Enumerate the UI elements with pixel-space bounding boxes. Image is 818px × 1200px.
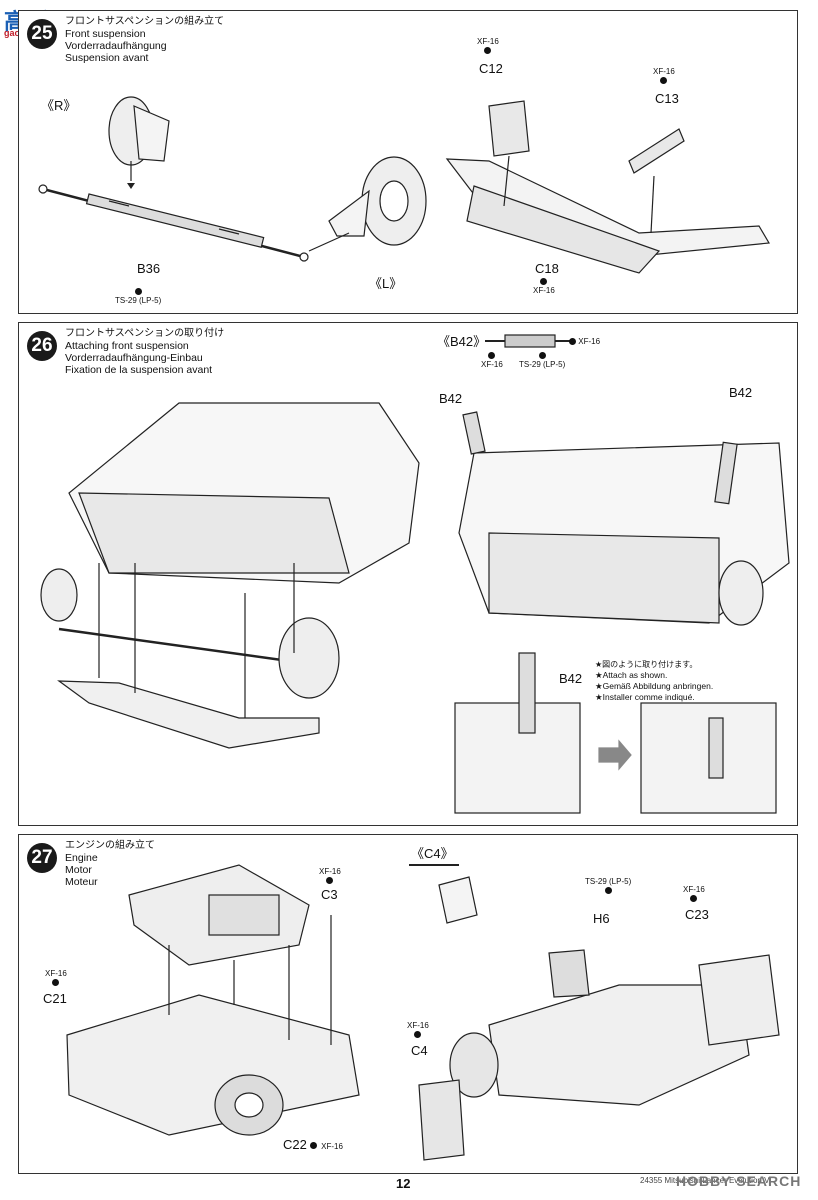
paint-drop-icon <box>538 352 546 360</box>
title-fr: Suspension avant <box>65 52 149 64</box>
label-b42-detail: 《B42》 <box>437 334 487 349</box>
part-b36: B36 <box>137 261 161 276</box>
step-26-illustration <box>40 334 790 814</box>
step-number: 25 <box>27 19 57 49</box>
paint-b36: TS-29 (LP-5) <box>115 287 161 305</box>
part-c22: C22 XF-16 <box>283 1137 343 1152</box>
paint-c3: XF-16 <box>319 867 341 885</box>
step-25-panel: 25 フロントサスペンションの組み立て Front suspension Vor… <box>18 10 798 314</box>
paint-drop-icon <box>414 1031 422 1039</box>
paint-detail-b: TS-29 (LP-5) <box>519 351 565 369</box>
paint-drop-icon <box>690 895 698 903</box>
paint-drop-icon <box>134 288 142 296</box>
paint-c21: XF-16 <box>45 969 67 987</box>
paint-c13: XF-16 <box>653 67 675 85</box>
paint-drop-icon <box>540 278 548 286</box>
title-en: Front suspension <box>65 28 146 40</box>
paint-c12: XF-16 <box>477 37 499 55</box>
step-titles: エンジンの組み立て Engine Motor Moteur <box>65 840 155 888</box>
footer-code: 24355 Mitsubishi Lancer Evolution VI <box>640 1176 772 1185</box>
title-de: Vorderradaufhängung-Einbau <box>65 352 203 364</box>
paint-drop-icon <box>569 338 576 346</box>
part-b42-lower: B42 <box>559 671 583 686</box>
install-notes: ★図のように取り付けます。 ★Attach as shown. ★Gemäß A… <box>595 659 713 703</box>
note-jp: ★図のように取り付けます。 <box>595 660 698 669</box>
part-b42-left: B42 <box>439 391 463 406</box>
step-25-illustration <box>38 96 770 274</box>
label-r: 《R》 <box>41 98 77 113</box>
part-b42-right: B42 <box>729 385 753 400</box>
title-jp: エンジンの組み立て <box>65 840 155 851</box>
footer-watermark: HOBBY SEARCH <box>676 1173 802 1189</box>
part-c3: C3 <box>321 887 338 902</box>
title-fr: Fixation de la suspension avant <box>65 364 213 376</box>
paint-c4: XF-16 <box>407 1021 429 1039</box>
paint-drop-icon <box>326 877 334 885</box>
paint-c23: XF-16 <box>683 885 705 903</box>
part-c21: C21 <box>43 991 67 1006</box>
part-c23: C23 <box>685 907 709 922</box>
paint-drop-icon <box>484 47 492 55</box>
paint-drop-icon <box>52 979 60 987</box>
part-c13: C13 <box>655 91 679 106</box>
paint-c18: XF-16 <box>533 277 555 295</box>
step-26-panel: 26 フロントサスペンションの取り付け Attaching front susp… <box>18 322 798 826</box>
part-c12: C12 <box>479 61 503 76</box>
paint-drop-icon <box>660 77 668 85</box>
step-number: 27 <box>27 843 57 873</box>
paint-detail-c: XF-16 <box>569 337 600 346</box>
paint-drop-icon <box>310 1142 318 1150</box>
step-titles: フロントサスペンションの取り付け Attaching front suspens… <box>65 328 224 376</box>
paint-drop-icon <box>488 352 496 360</box>
step-number: 26 <box>27 331 57 361</box>
title-jp: フロントサスペンションの組み立て <box>65 16 225 27</box>
title-en: Attaching front suspension <box>65 340 189 352</box>
step-titles: フロントサスペンションの組み立て Front suspension Vorder… <box>65 16 224 64</box>
page-number: 12 <box>396 1176 411 1191</box>
paint-detail-a: XF-16 <box>481 351 503 369</box>
title-fr: Moteur <box>65 876 98 888</box>
paint-h6: TS-29 (LP-5) <box>585 877 631 895</box>
label-c4-detail: 《C4》 <box>411 846 454 861</box>
label-l: 《L》 <box>369 276 403 291</box>
part-c4: C4 <box>411 1043 428 1058</box>
step-27-illustration <box>66 864 780 1161</box>
part-c18: C18 <box>535 261 559 276</box>
step-27-panel: 27 エンジンの組み立て Engine Motor Moteur X <box>18 834 798 1174</box>
note-en: ★Attach as shown. <box>595 670 668 680</box>
note-de: ★Gemäß Abbildung anbringen. <box>595 681 714 691</box>
title-jp: フロントサスペンションの取り付け <box>65 328 225 339</box>
note-fr: ★Installer comme indiqué. <box>595 692 695 702</box>
part-h6: H6 <box>593 911 610 926</box>
title-de: Vorderradaufhängung <box>65 40 167 52</box>
title-de: Motor <box>65 864 92 876</box>
title-en: Engine <box>65 852 98 864</box>
paint-drop-icon <box>604 887 612 895</box>
